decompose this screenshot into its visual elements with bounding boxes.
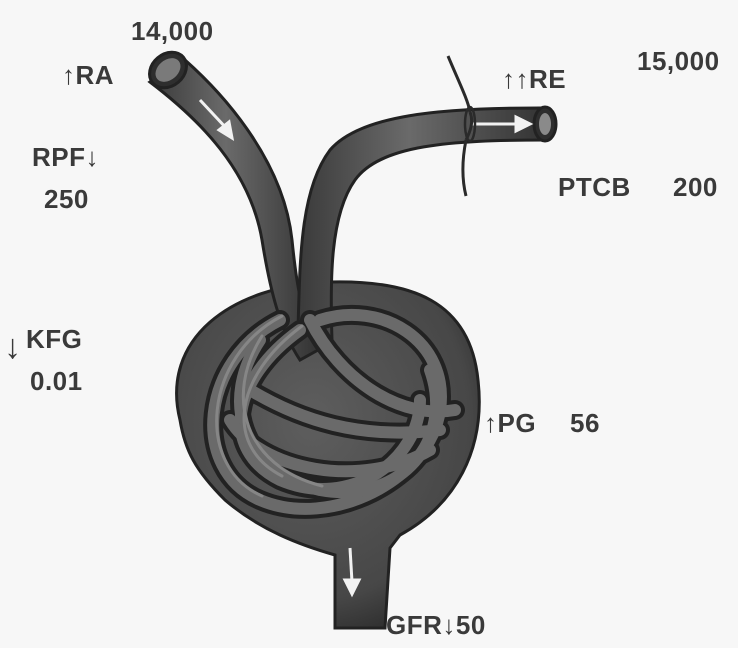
re-text: RE — [529, 64, 566, 94]
ptcb-label: PTCB — [558, 174, 631, 200]
ra-label: ↑RA — [62, 62, 114, 88]
rpf-value-label: 250 — [44, 186, 89, 212]
kfg-decrease-arrow: ↓ — [4, 330, 21, 364]
kfg-label: KFG — [26, 326, 82, 352]
pg-text: PG — [498, 408, 537, 438]
rpf-decrease-arrow: ↓ — [86, 142, 100, 172]
gfr-decrease-arrow: ↓ — [442, 610, 456, 640]
pg-label: ↑PG — [484, 410, 536, 436]
gfr-value: 50 — [456, 610, 486, 640]
gfr-text: GFR — [386, 610, 442, 640]
ptcb-value-label: 200 — [673, 174, 718, 200]
re-label: ↑↑RE — [502, 66, 566, 92]
gfr-label: GFR↓50 — [386, 612, 486, 638]
rpf-text: RPF — [32, 142, 86, 172]
re-value-label: 15,000 — [637, 48, 720, 74]
kfg-value-label: 0.01 — [30, 368, 83, 394]
pg-increase-arrow: ↑ — [484, 408, 498, 438]
ra-increase-arrow: ↑ — [62, 60, 76, 90]
ra-text: RA — [76, 60, 115, 90]
rpf-label: RPF↓ — [32, 144, 99, 170]
re-double-increase-arrow: ↑↑ — [502, 64, 529, 94]
ra-value-label: 14,000 — [131, 18, 214, 44]
pg-value-label: 56 — [570, 410, 600, 436]
